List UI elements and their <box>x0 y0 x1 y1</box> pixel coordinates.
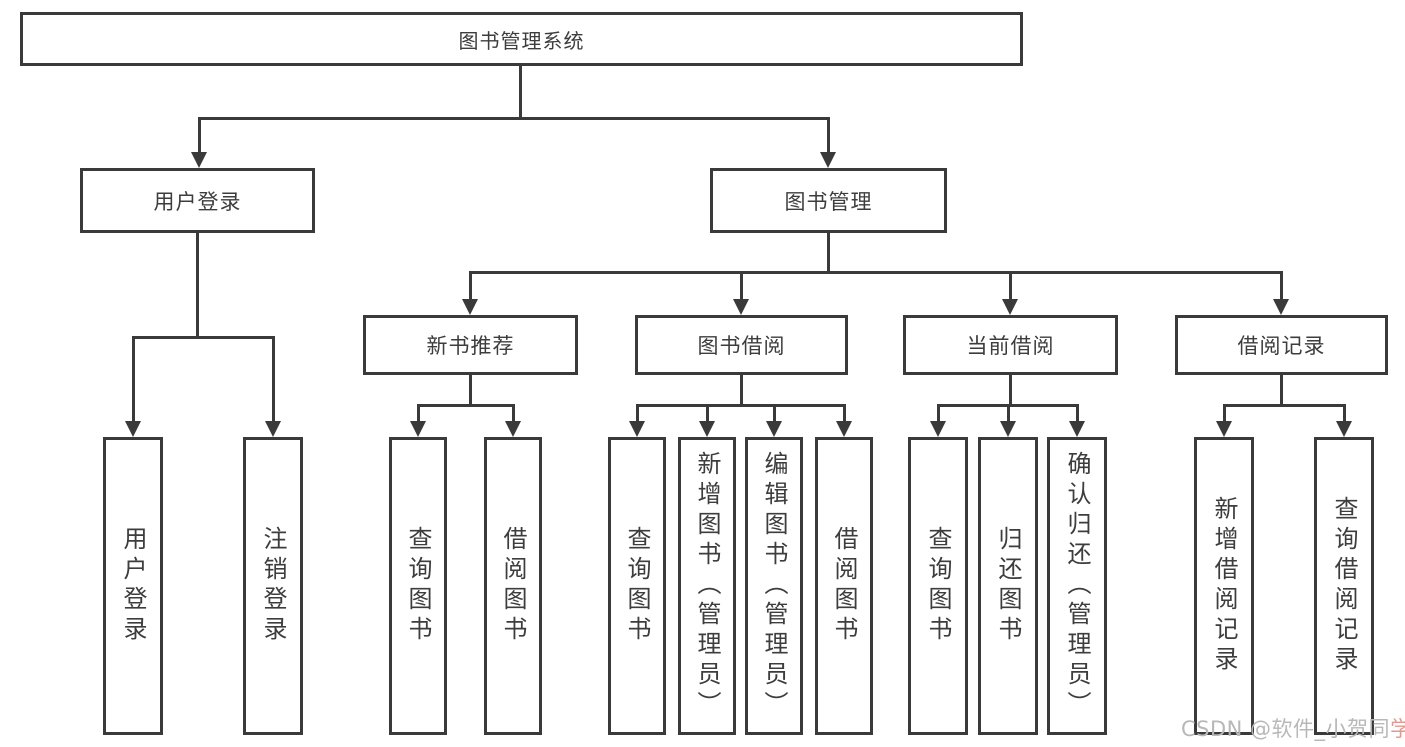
arrowhead-down-icon <box>462 299 478 315</box>
connector-drop-current-borrowing <box>1075 405 1079 424</box>
node-label: 当前借阅 <box>966 334 1055 358</box>
connector-drop-borrowing-records <box>1342 405 1346 424</box>
node-leaf-borrow-book-1: 借阅图书 <box>484 437 542 735</box>
node-current-borrowing: 当前借阅 <box>903 315 1118 375</box>
arrowhead-down-icon <box>629 421 645 437</box>
node-label: 借阅记录 <box>1237 334 1326 358</box>
node-label: 编辑图书（管理员） <box>760 451 788 721</box>
node-label: 图书管理系统 <box>458 28 585 53</box>
node-label: 新增借阅记录 <box>1210 496 1238 676</box>
arrowhead-down-icon <box>836 421 852 437</box>
connector-drop-book-borrowing <box>635 405 639 424</box>
arrowhead-down-icon <box>733 299 749 315</box>
node-user-login-branch: 用户登录 <box>80 168 315 233</box>
watermark-text: CSDN @软件_小贺同 <box>1181 717 1391 741</box>
node-leaf-borrow-book-2: 借阅图书 <box>815 437 873 735</box>
connector-stub-current-borrowing <box>1008 375 1012 407</box>
connector-drop-book-management-branch <box>468 272 472 302</box>
connector-drop-book-borrowing <box>842 405 846 424</box>
arrowhead-down-icon <box>820 152 836 168</box>
arrowhead-down-icon <box>505 421 521 437</box>
connector-drop-user-login-branch <box>131 337 135 424</box>
connector-drop-book-borrowing <box>705 405 709 424</box>
node-label: 借阅图书 <box>830 526 858 646</box>
node-leaf-query-book-3: 查询图书 <box>908 437 968 735</box>
node-label: 查询图书 <box>404 526 432 646</box>
node-label: 新增图书（管理员） <box>693 451 721 721</box>
connector-drop-user-login-branch <box>271 337 275 424</box>
node-label: 图书借阅 <box>697 334 786 358</box>
connector-drop-book-management-branch <box>1008 272 1012 302</box>
connector-branch-user-login-branch <box>131 335 275 339</box>
node-label: 图书管理 <box>784 189 873 214</box>
connector-drop-borrowing-records <box>1222 405 1226 424</box>
connector-drop-book-management-branch <box>739 272 743 302</box>
node-leaf-user-login: 用户登录 <box>103 437 163 735</box>
connector-branch-root <box>197 116 830 120</box>
connector-branch-borrowing-records <box>1222 403 1346 407</box>
node-leaf-query-book-2: 查询图书 <box>608 437 666 735</box>
connector-stub-book-management-branch <box>826 233 830 274</box>
watermark-text-accent: 学 <box>1390 717 1405 741</box>
connector-stub-borrowing-records <box>1279 375 1283 407</box>
connector-stub-book-borrowing <box>739 375 743 407</box>
node-label: 查询图书 <box>623 526 651 646</box>
node-label: 确认归还（管理员） <box>1063 451 1091 721</box>
arrowhead-down-icon <box>410 421 426 437</box>
connector-branch-book-borrowing <box>635 403 846 407</box>
arrowhead-down-icon <box>699 421 715 437</box>
arrowhead-down-icon <box>1000 421 1016 437</box>
connector-branch-new-book-recommend <box>416 403 515 407</box>
node-leaf-query-book-1: 查询图书 <box>389 437 447 735</box>
node-label: 用户登录 <box>119 526 147 646</box>
csdn-watermark: CSDN @软件_小贺同学 <box>1181 713 1405 743</box>
node-label: 用户登录 <box>153 189 242 214</box>
connector-drop-root <box>197 118 201 155</box>
node-new-book-recommend: 新书推荐 <box>363 315 578 375</box>
connector-drop-new-book-recommend <box>511 405 515 424</box>
connector-stub-new-book-recommend <box>468 375 472 407</box>
node-label: 注销登录 <box>259 526 287 646</box>
node-borrowing-records: 借阅记录 <box>1175 315 1388 375</box>
node-label: 新书推荐 <box>426 334 515 358</box>
connector-drop-new-book-recommend <box>416 405 420 424</box>
node-leaf-query-borrow-record: 查询借阅记录 <box>1314 437 1374 735</box>
node-leaf-logout: 注销登录 <box>243 437 303 735</box>
connector-drop-book-borrowing <box>772 405 776 424</box>
connector-stub-root <box>518 66 522 120</box>
node-label: 查询借阅记录 <box>1330 496 1358 676</box>
arrowhead-down-icon <box>930 421 946 437</box>
connector-drop-current-borrowing <box>1006 405 1010 424</box>
connector-branch-book-management-branch <box>468 270 1283 274</box>
connector-drop-current-borrowing <box>936 405 940 424</box>
node-leaf-add-book-admin: 新增图书（管理员） <box>678 437 736 735</box>
arrowhead-down-icon <box>1336 421 1352 437</box>
node-leaf-confirm-return: 确认归还（管理员） <box>1047 437 1107 735</box>
arrowhead-down-icon <box>1002 299 1018 315</box>
arrowhead-down-icon <box>1069 421 1085 437</box>
arrowhead-down-icon <box>1273 299 1289 315</box>
node-root: 图书管理系统 <box>20 12 1023 66</box>
arrowhead-down-icon <box>265 421 281 437</box>
arrowhead-down-icon <box>191 152 207 168</box>
connector-stub-user-login-branch <box>195 233 199 339</box>
node-leaf-return-book: 归还图书 <box>978 437 1038 735</box>
arrowhead-down-icon <box>766 421 782 437</box>
node-leaf-edit-book-admin: 编辑图书（管理员） <box>745 437 803 735</box>
connector-drop-root <box>826 118 830 155</box>
node-book-borrowing: 图书借阅 <box>635 315 848 375</box>
node-book-management-branch: 图书管理 <box>710 168 947 233</box>
node-leaf-add-borrow-record: 新增借阅记录 <box>1194 437 1254 735</box>
node-label: 查询图书 <box>924 526 952 646</box>
node-label: 借阅图书 <box>499 526 527 646</box>
node-label: 归还图书 <box>994 526 1022 646</box>
arrowhead-down-icon <box>125 421 141 437</box>
connector-drop-book-management-branch <box>1279 272 1283 302</box>
arrowhead-down-icon <box>1216 421 1232 437</box>
